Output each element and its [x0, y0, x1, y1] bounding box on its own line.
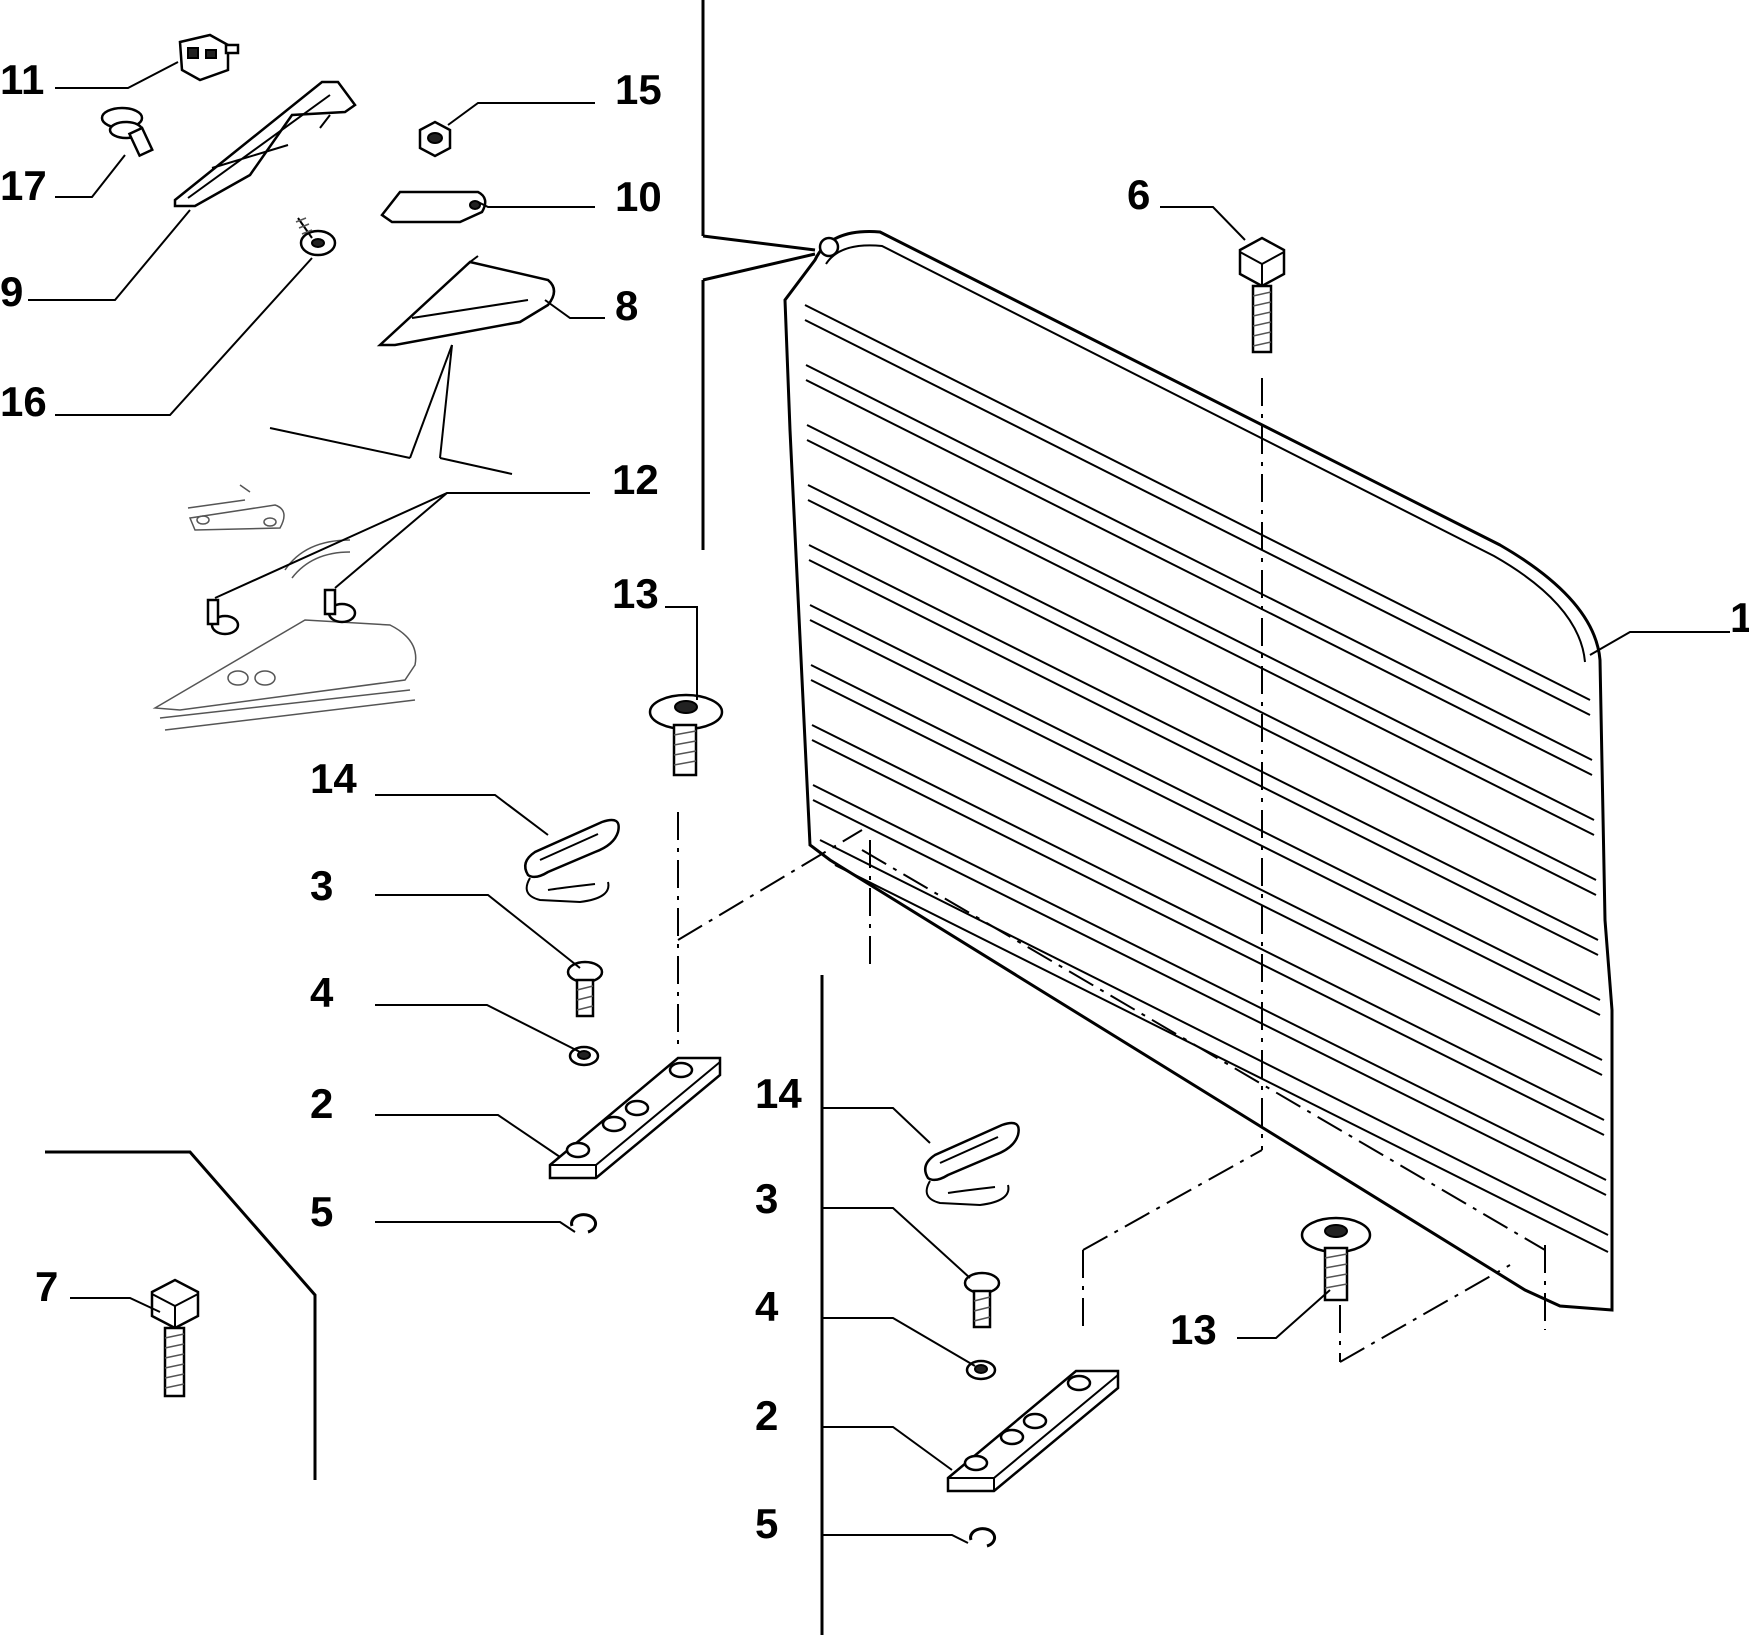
screw-3-right: [963, 1271, 1001, 1329]
callout-2-left: 2: [310, 1080, 333, 1127]
detail-inset-12: [152, 344, 513, 731]
callout-12: 12: [612, 456, 659, 503]
handle-lever-9: [173, 80, 357, 208]
circlip-5-left: [570, 1213, 598, 1234]
screw-3-left: [566, 960, 604, 1018]
hex-bolt-7: [150, 1278, 200, 1398]
push-pin-17: [100, 106, 154, 158]
callout-3-left: 3: [310, 862, 333, 909]
hex-bolt-6: [1238, 236, 1286, 354]
leader-lines: [28, 61, 1730, 1544]
callout-13-upper: 13: [612, 570, 659, 617]
callout-9: 9: [0, 268, 23, 315]
callout-1: 1: [1730, 594, 1749, 641]
callout-7: 7: [35, 1263, 58, 1310]
callout-4-left: 4: [310, 969, 334, 1016]
screw-washer-16: [295, 217, 337, 257]
cover-cap-10: [380, 190, 487, 224]
callout-17: 17: [0, 162, 47, 209]
assembly-lines: [677, 378, 1546, 1363]
frame-lines: [45, 0, 824, 1635]
partition-panel: [783, 230, 1614, 1312]
callout-14-right: 14: [755, 1070, 802, 1117]
clip-11: [178, 33, 240, 82]
nut-15: [418, 120, 452, 158]
callout-4-right: 4: [755, 1283, 779, 1330]
circlip-5-right: [969, 1527, 997, 1548]
callout-14-left: 14: [310, 755, 357, 802]
callout-3-right: 3: [755, 1175, 778, 1222]
bracket-cover-8: [376, 255, 556, 347]
callout-15: 15: [615, 66, 662, 113]
callout-5-right: 5: [755, 1500, 778, 1547]
callout-labels: 1 6 11 17 9 16 15 10 8 12 13 14 3 4 2 5 …: [0, 56, 1749, 1547]
panel-slats: [804, 304, 1609, 1253]
flange-screw-13-lower: [1300, 1216, 1372, 1302]
flange-screw-13-upper: [648, 693, 724, 777]
callout-10: 10: [615, 173, 662, 220]
grommet-14-left: [523, 818, 620, 904]
callout-13-lower: 13: [1170, 1306, 1217, 1353]
bracket-2-left: [548, 1056, 722, 1180]
callout-5-left: 5: [310, 1188, 333, 1235]
callout-8: 8: [615, 282, 638, 329]
callout-11: 11: [0, 56, 44, 103]
bracket-2-right: [946, 1369, 1120, 1493]
grommet-14-right: [923, 1121, 1020, 1207]
callout-16: 16: [0, 378, 47, 425]
callout-2-right: 2: [755, 1392, 778, 1439]
callout-6: 6: [1127, 171, 1150, 218]
